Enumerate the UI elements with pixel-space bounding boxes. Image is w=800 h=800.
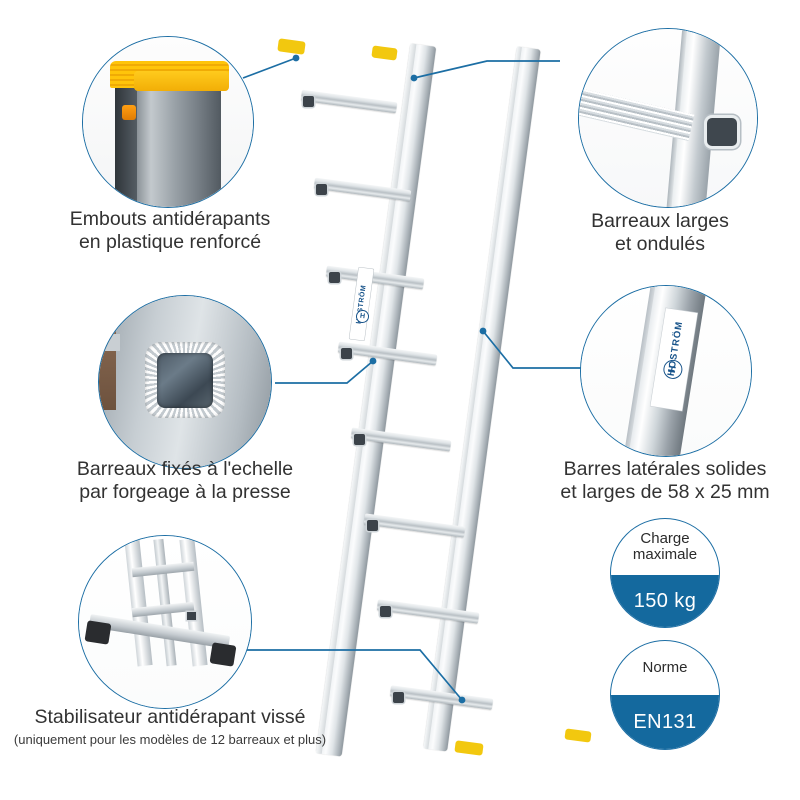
- wide-corrugated-rung-photo: [579, 29, 757, 207]
- feature-side-rails-caption: Barres latérales solides et larges de 58…: [530, 458, 800, 504]
- feature-stabiliser-circle: [78, 535, 252, 709]
- caption-line: Barreaux larges: [591, 210, 729, 232]
- ladder-foot-left: [454, 740, 484, 756]
- caption-line: en plastique renforcé: [78, 231, 262, 253]
- ladder-top-cap-left: [277, 38, 306, 55]
- rail-brand-logo-icon: H: [661, 358, 683, 381]
- rail-boss: [367, 520, 378, 531]
- ladder-rung: [325, 265, 425, 290]
- rail-boss: [393, 692, 404, 703]
- feature-stabiliser-caption: Stabilisateur antidérapant vissé (unique…: [0, 706, 340, 747]
- ladder-top-cap-right: [371, 45, 398, 61]
- badge-max-load-value: 150 kg: [611, 575, 719, 627]
- rail-edge-highlight: [423, 46, 523, 749]
- caption-line: par forgeage à la presse: [79, 481, 291, 503]
- side-rail-sticker-photo: HOSTRÖM H: [581, 286, 751, 456]
- caption-line: Barres latérales solides: [563, 458, 767, 480]
- badge-label-line: maximale: [632, 546, 698, 564]
- rail-edge-highlight: [315, 43, 417, 754]
- badge-standard-value: EN131: [611, 695, 719, 749]
- rail-boss: [341, 348, 352, 359]
- badge-label-line: Charge: [640, 530, 690, 548]
- badge-max-load-label: Charge maximale: [611, 519, 719, 575]
- ladder-brand-logo-icon: H: [355, 309, 370, 324]
- rail-boss: [316, 184, 327, 195]
- ladder-end-cap-photo: [83, 37, 253, 207]
- badge-max-load: Charge maximale 150 kg: [610, 518, 720, 628]
- caption-line: Embouts antidérapants: [69, 208, 271, 230]
- feature-end-caps-caption: Embouts antidérapants en plastique renfo…: [0, 208, 340, 254]
- ladder-rung: [300, 89, 398, 114]
- stabiliser-bar-photo: [79, 536, 251, 708]
- ladder-foot-right: [564, 728, 592, 743]
- forged-rung-joint-photo: [99, 296, 271, 468]
- ladder-right-rail: [423, 46, 541, 752]
- feature-forged-rungs-caption: Barreaux fixés à l'echelle par forgeage …: [20, 458, 350, 504]
- ladder-left-rail: [315, 43, 437, 757]
- feature-end-caps-circle: [82, 36, 254, 208]
- feature-side-rails-circle: HOSTRÖM H: [580, 285, 752, 457]
- rail-boss: [329, 272, 340, 283]
- badge-standard-label: Norme: [642, 659, 688, 677]
- ladder-rung: [363, 513, 466, 538]
- rail-boss: [303, 96, 314, 107]
- rail-boss: [354, 434, 365, 445]
- caption-line: Stabilisateur antidérapant vissé: [34, 706, 306, 728]
- caption-line: et larges de 58 x 25 mm: [560, 481, 770, 503]
- caption-line: Barreaux fixés à l'echelle: [76, 458, 294, 480]
- rail-boss: [380, 606, 391, 617]
- feature-forged-rungs-circle: [98, 295, 272, 469]
- feature-wide-rungs-caption: Barreaux larges et ondulés: [520, 210, 800, 256]
- caption-subtext: (uniquement pour les modèles de 12 barre…: [13, 732, 327, 747]
- feature-wide-rungs-circle: [578, 28, 758, 208]
- badge-standard: Norme EN131: [610, 640, 720, 750]
- caption-line: et ondulés: [615, 233, 705, 255]
